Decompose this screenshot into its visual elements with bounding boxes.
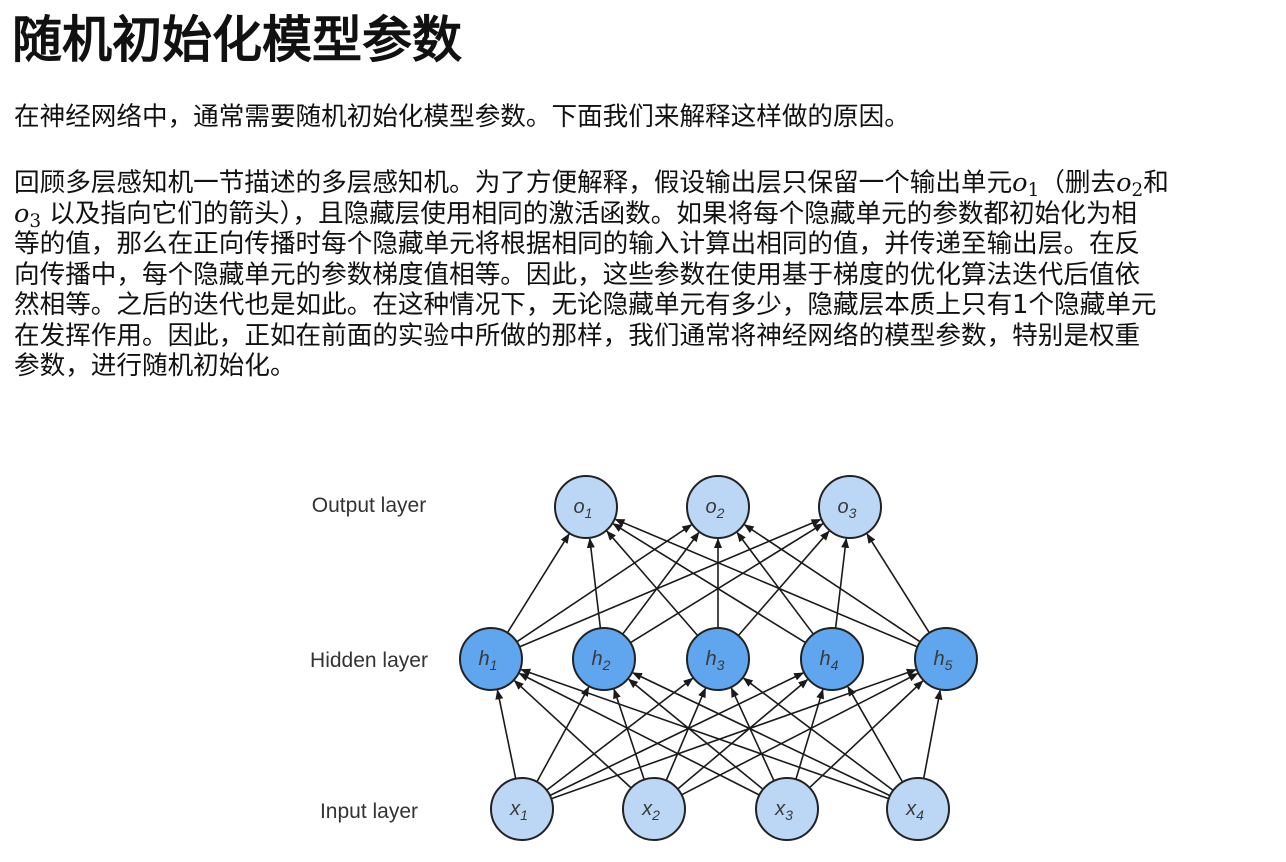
input-node-circle <box>886 777 950 841</box>
paragraph-line-5: 然相等。之后的迭代也是如此。在这种情况下，无论隐藏单元有多少，隐藏层本质上只有1… <box>14 290 1157 320</box>
input-hidden-arrow-1-2 <box>536 686 590 783</box>
paragraph-line-4: 向传播中，每个隐藏单元的参数梯度值相等。因此，这些参数在使用基于梯度的优化算法迭… <box>14 259 1141 290</box>
hidden-output-arrow-5-1 <box>614 518 918 648</box>
math-variable: o <box>1012 168 1028 198</box>
input-hidden-arrow-2-5 <box>681 672 919 796</box>
input-node-x1: x1 <box>490 777 554 841</box>
hidden-node-circle <box>572 627 636 691</box>
output-node-label: o2 <box>706 496 725 521</box>
hidden-output-arrow-4-2 <box>736 531 815 635</box>
output-node-o2: o2 <box>686 475 750 539</box>
input-hidden-arrow-3-4 <box>795 688 825 780</box>
body-paragraph: 回顾多层感知机一节描述的多层感知机。为了方便解释，假设输出层只保留一个输出单元o… <box>14 168 1282 382</box>
input-hidden-arrow-1-4 <box>549 672 805 797</box>
math-variable: o <box>14 198 30 229</box>
hidden-output-arrow-1-3 <box>519 518 822 648</box>
input-hidden-arrow-2-3 <box>665 687 707 781</box>
page-title: 随机初始化模型参数 <box>12 11 462 69</box>
hidden-output-arrow-4-3 <box>834 537 850 629</box>
paragraph-line-3: 等的值，那么在正向传播时每个隐藏单元将根据相同的输入计算出相同的值，并传递至输出… <box>14 229 1141 259</box>
input-node-circle <box>755 777 819 841</box>
hidden-node-circle <box>459 627 523 691</box>
output-node-circle <box>686 475 750 539</box>
input-hidden-arrow-2-1 <box>513 680 632 789</box>
hidden-node-label: h1 <box>479 648 498 673</box>
paragraph-line-7: 参数，进行随机初始化。 <box>14 351 296 381</box>
paragraph-line-1: 回顾多层感知机一节描述的多层感知机。为了方便解释，假设输出层只保留一个输出单元o… <box>14 168 1282 202</box>
hidden-output-arrow-2-1 <box>586 537 602 629</box>
output-node-label: o3 <box>838 496 857 521</box>
hidden-layer-label: Hidden layer <box>310 649 428 672</box>
paragraph-text: 和 <box>1143 168 1169 198</box>
connection-arrows <box>495 518 943 800</box>
hidden-node-label: h2 <box>592 648 611 673</box>
math-subscript: 2 <box>1131 180 1144 202</box>
hidden-node-h5: h5 <box>914 627 978 691</box>
hidden-output-arrow-5-2 <box>743 524 921 643</box>
network-nodes: x1 x2 x3 x4 h1 h2 h3 h4 h5 o1 o2 o3 <box>459 475 978 841</box>
input-node-label: x3 <box>774 798 793 823</box>
input-hidden-arrow-3-1 <box>518 672 760 796</box>
hidden-node-label: h4 <box>820 648 839 673</box>
paragraph-text: （删去 <box>1039 168 1117 198</box>
input-node-label: x4 <box>905 798 924 823</box>
input-node-circle <box>622 777 686 841</box>
math-subscript: 1 <box>1027 180 1040 202</box>
paragraph-line-6: 在发挥作用。因此，正如在前面的实验中所做的那样，我们通常将神经网络的模型参数，特… <box>14 320 1141 351</box>
hidden-node-h2: h2 <box>572 627 636 691</box>
paragraph-text: 回顾多层感知机一节描述的多层感知机。为了方便解释，假设输出层只保留一个输出单元 <box>14 168 1013 198</box>
input-node-x2: x2 <box>622 777 686 841</box>
output-node-o3: o3 <box>818 475 882 539</box>
input-node-x4: x4 <box>886 777 950 841</box>
hidden-node-h1: h1 <box>459 627 523 691</box>
hidden-output-arrow-1-2 <box>516 524 693 643</box>
math-o3: o3 <box>14 198 42 232</box>
hidden-node-h3: h3 <box>686 627 750 691</box>
hidden-node-circle <box>914 627 978 691</box>
paragraph-line-2: o3 以及指向它们的箭头），且隐藏层使用相同的激活函数。如果将每个隐藏单元的参数… <box>14 198 1282 232</box>
input-hidden-arrow-4-2 <box>631 672 891 797</box>
input-hidden-arrow-3-2 <box>627 678 764 790</box>
hidden-node-label: h3 <box>706 648 725 673</box>
hidden-node-label: h5 <box>934 648 953 673</box>
hidden-output-arrow-2-2 <box>621 531 700 635</box>
input-node-x3: x3 <box>755 777 819 841</box>
input-hidden-arrow-4-3 <box>742 677 894 792</box>
output-node-o1: o1 <box>554 475 618 539</box>
input-hidden-arrow-1-5 <box>550 668 917 800</box>
input-hidden-arrow-4-5 <box>922 689 943 779</box>
input-hidden-arrow-2-4 <box>677 678 809 790</box>
input-hidden-arrow-1-1 <box>495 689 517 779</box>
hidden-output-arrow-2-3 <box>629 523 824 644</box>
math-variable: o <box>1116 168 1132 198</box>
input-hidden-arrow-1-3 <box>546 677 694 791</box>
input-hidden-arrow-4-4 <box>847 685 904 783</box>
paragraph-text: 以及指向它们的箭头），且隐藏层使用相同的激活函数。如果将每个隐藏单元的参数都初始… <box>49 198 1138 229</box>
hidden-output-arrow-4-1 <box>612 523 807 644</box>
hidden-output-arrow-5-3 <box>866 533 931 634</box>
input-hidden-arrow-3-5 <box>808 680 924 789</box>
hidden-output-arrow-3-3 <box>737 530 830 637</box>
input-node-label: x2 <box>641 798 660 823</box>
hidden-output-arrow-1-1 <box>506 533 570 634</box>
input-hidden-arrow-3-3 <box>730 687 775 782</box>
intro-paragraph: 在神经网络中，通常需要随机初始化模型参数。下面我们来解释这样做的原因。 <box>14 102 910 132</box>
math-o1: o1 <box>1012 168 1040 202</box>
hidden-node-circle <box>800 627 864 691</box>
hidden-output-arrow-3-1 <box>606 530 699 637</box>
output-node-label: o1 <box>574 496 593 521</box>
math-subscript: 3 <box>29 210 42 232</box>
input-node-circle <box>490 777 554 841</box>
input-layer-label: Input layer <box>320 800 418 823</box>
input-hidden-arrow-4-1 <box>520 668 890 800</box>
hidden-node-h4: h4 <box>800 627 864 691</box>
output-node-circle <box>818 475 882 539</box>
hidden-node-circle <box>686 627 750 691</box>
output-layer-label: Output layer <box>312 494 426 517</box>
input-node-label: x1 <box>509 798 528 823</box>
output-node-circle <box>554 475 618 539</box>
input-hidden-arrow-2-2 <box>613 688 645 780</box>
math-o2: o2 <box>1116 168 1144 202</box>
